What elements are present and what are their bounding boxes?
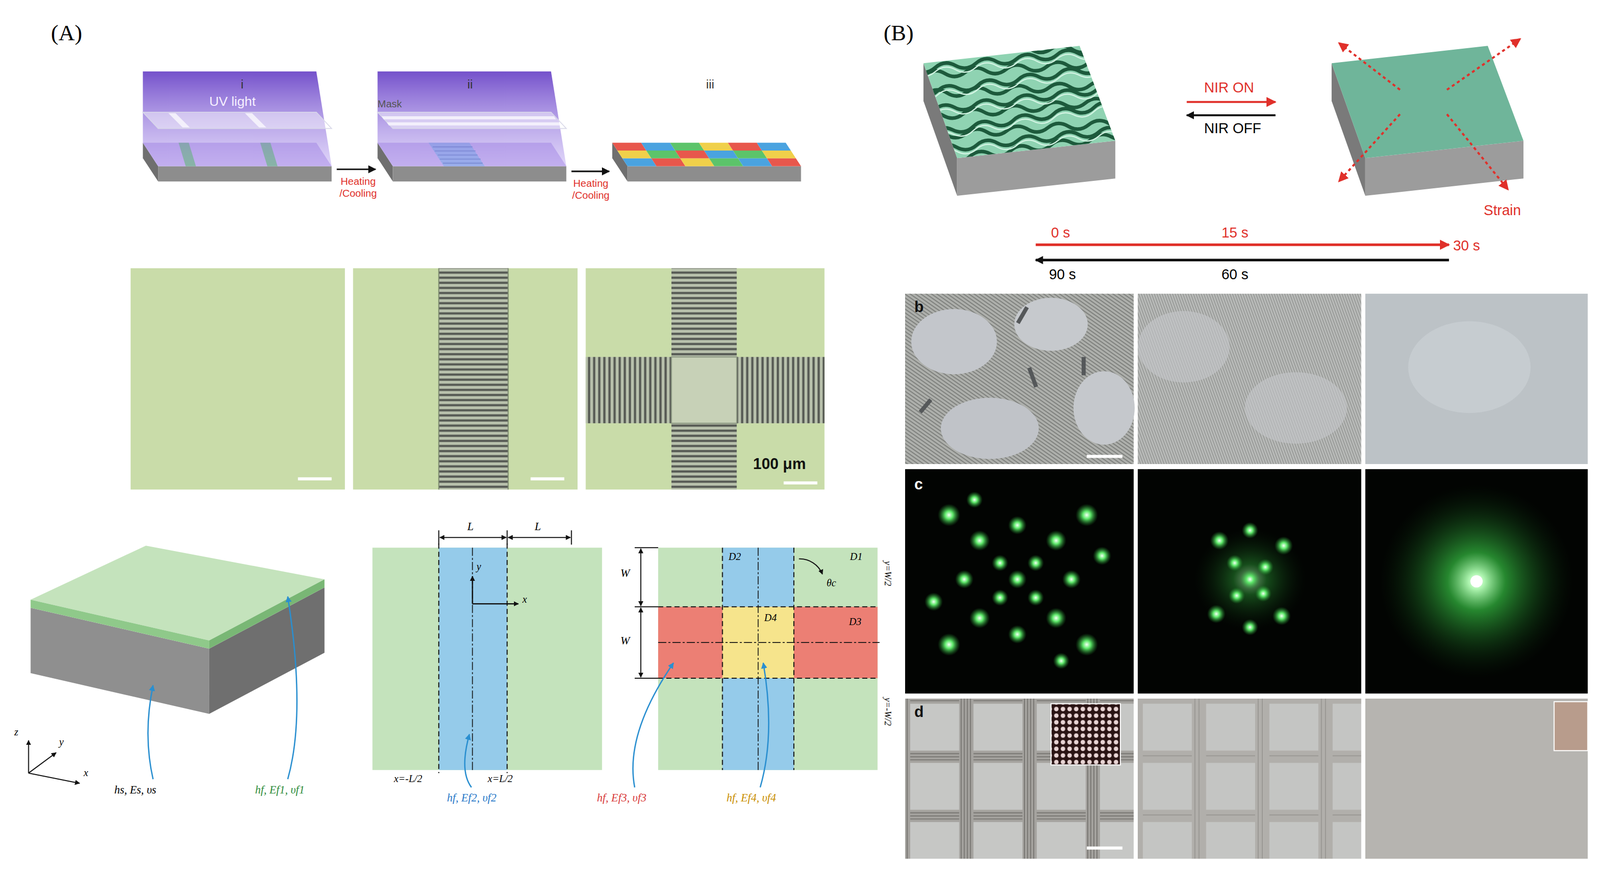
stimulus-label: NIR OFF [1204,120,1262,137]
axis-label: y [59,736,64,749]
stimulus-label: NIR ON [1204,79,1255,96]
film-substrate-model [28,545,325,784]
time-label: 60 s [1221,266,1249,283]
panel-label: (B) [883,20,914,47]
step-label: i [241,77,244,92]
boundary-label: x=-L/2 [393,773,422,786]
panel-label: (A) [51,20,83,47]
parameter-label: hf, Ef2, υf2 [446,791,497,805]
mask-label: Mask [377,97,403,110]
wrinkle-block [881,42,1141,196]
parameter-label: hf, Ef1, υf1 [254,783,305,797]
dimension-label: W [620,567,630,581]
scale-label: 100 μm [753,455,806,473]
boundary-label: x=L/2 [487,773,513,786]
micrograph [130,268,825,490]
dimension-label: L [467,520,474,534]
time-label: 0 s [1051,224,1071,242]
process-schematic [142,71,801,182]
parameter-label: hf, Ef3, υf3 [596,791,647,805]
parameter-label: hf, Ef4, υf4 [726,791,777,805]
boundary-label: y=W/2 [882,561,893,587]
stripe-model [372,530,602,788]
micrograph [905,293,1588,859]
process-label: Heating /Cooling [566,177,616,201]
axis-label: x [83,767,88,780]
axis-label: z [14,726,19,739]
light-label: UV light [209,93,256,110]
domain-label: D2 [728,551,742,564]
step-label: ii [467,77,473,92]
step-label: iii [706,77,715,92]
cross-model [632,547,880,788]
subpanel-label: d [914,703,924,721]
dimension-label: W [620,634,630,648]
angle-label: θc [826,577,837,590]
domain-label: D4 [764,612,777,625]
subpanel-label: b [914,298,924,316]
axis-label: y [476,561,482,574]
process-arrows [1035,101,1449,260]
domain-label: D1 [849,551,863,564]
time-label: 30 s [1452,237,1480,254]
boundary-label: y=-W/2 [882,697,893,727]
dimension-label: L [534,520,542,534]
time-label: 15 s [1221,224,1249,242]
domain-label: D3 [848,616,862,629]
time-label: 90 s [1048,266,1076,283]
subpanel-label: c [914,475,923,494]
parameter-label: hs, Es, υs [114,783,157,797]
strain-label: Strain [1483,202,1521,219]
axis-label: x [522,593,527,606]
process-label: Heating /Cooling [333,175,383,199]
flat-block [1331,38,1524,196]
